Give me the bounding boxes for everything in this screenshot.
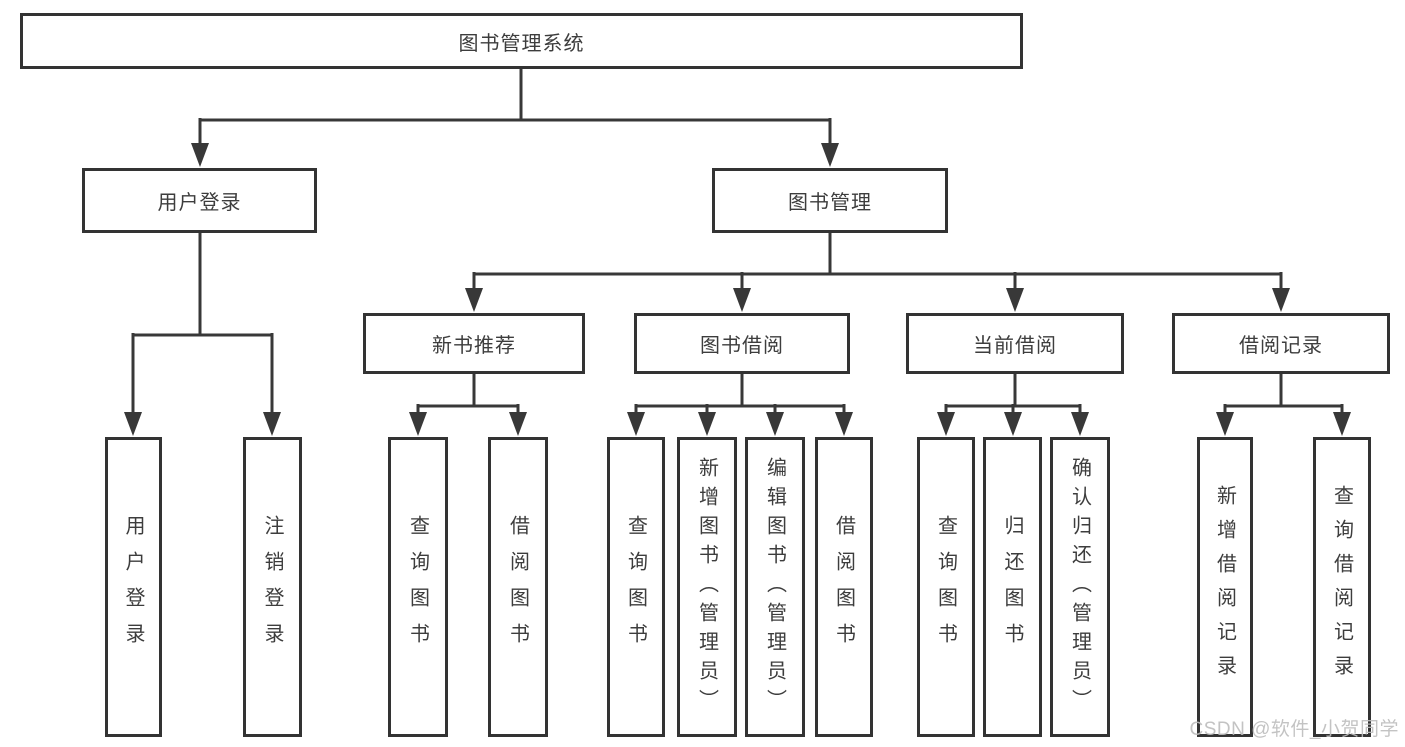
leaf-query-borrow-record: 查询借阅记录 (1313, 437, 1371, 737)
node-borrow-records: 借阅记录 (1172, 313, 1390, 374)
arrowhead-icon (465, 288, 483, 312)
arrowhead-icon (1071, 412, 1089, 436)
arrowhead-icon (509, 412, 527, 436)
leaf-query-book-recommend: 查询图书 (388, 437, 448, 737)
node-book-borrow: 图书借阅 (634, 313, 850, 374)
arrowhead-icon (1272, 288, 1290, 312)
node-new-book-recommend: 新书推荐 (363, 313, 585, 374)
leaf-user-login: 用户登录 (105, 437, 162, 737)
arrowhead-icon (263, 412, 281, 436)
arrowhead-icon (937, 412, 955, 436)
node-book-management: 图书管理 (712, 168, 948, 233)
leaf-add-book-admin: 新增图书（管理员） (677, 437, 737, 737)
node-current-borrow: 当前借阅 (906, 313, 1124, 374)
leaf-query-book-borrow: 查询图书 (607, 437, 665, 737)
arrowhead-icon (124, 412, 142, 436)
arrowhead-icon (698, 412, 716, 436)
leaf-edit-book-admin: 编辑图书（管理员） (745, 437, 805, 737)
arrowhead-icon (835, 412, 853, 436)
arrowhead-icon (766, 412, 784, 436)
csdn-watermark: CSDN @软件_小贺同学 (1189, 719, 1399, 740)
connector-stems (131, 69, 1344, 418)
arrowhead-icon (191, 143, 209, 167)
arrowhead-icon (1004, 412, 1022, 436)
arrowhead-icon (1333, 412, 1351, 436)
arrowhead-icon (733, 288, 751, 312)
arrowhead-icon (821, 143, 839, 167)
arrowhead-icon (627, 412, 645, 436)
node-root: 图书管理系统 (20, 13, 1023, 69)
arrowhead-icon (409, 412, 427, 436)
leaf-query-book-current: 查询图书 (917, 437, 975, 737)
arrowhead-icon (1216, 412, 1234, 436)
arrowhead-icon (1006, 288, 1024, 312)
leaf-add-borrow-record: 新增借阅记录 (1197, 437, 1253, 737)
node-user-login: 用户登录 (82, 168, 317, 233)
leaf-borrow-book: 借阅图书 (815, 437, 873, 737)
leaf-borrow-book-recommend: 借阅图书 (488, 437, 548, 737)
leaf-logout: 注销登录 (243, 437, 302, 737)
leaf-confirm-return-admin: 确认归还（管理员） (1050, 437, 1110, 737)
leaf-return-book: 归还图书 (983, 437, 1042, 737)
